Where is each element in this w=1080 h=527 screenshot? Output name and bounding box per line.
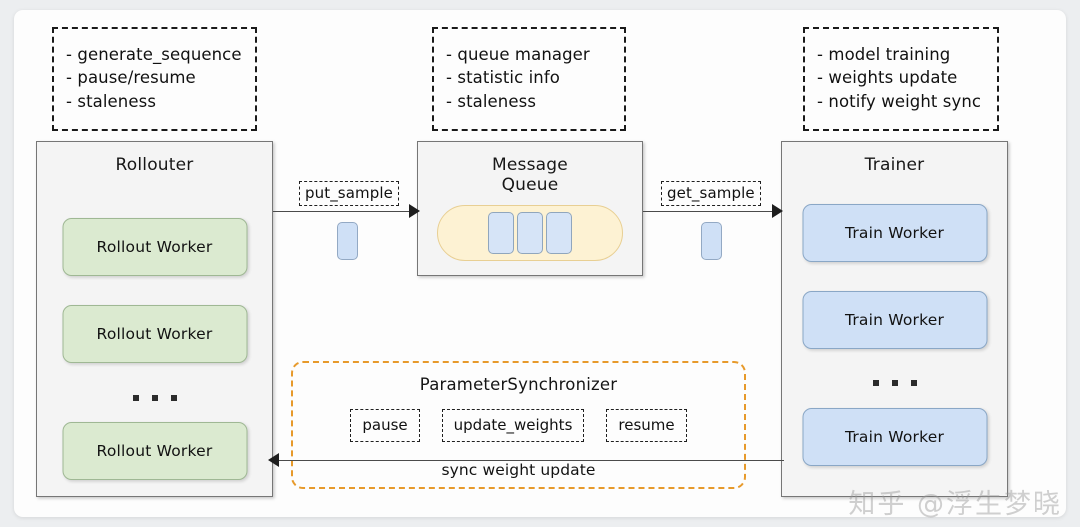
train-worker: Train Worker: [802, 408, 987, 466]
ellipsis-icon: [132, 395, 177, 401]
ellipsis-icon: [872, 380, 917, 386]
sample-packet-icon: [701, 222, 722, 260]
note-line: - weights update: [817, 68, 958, 88]
step-update-weights: update_weights: [441, 409, 585, 442]
note-line: - staleness: [66, 91, 157, 111]
message-slot: [546, 212, 572, 254]
note-line: - generate_sequence: [66, 45, 242, 64]
panel-trainer: Trainer Train Worker Train Worker Train …: [781, 141, 1008, 497]
panel-message-queue: Message Queue: [417, 141, 643, 276]
note-line: - notify weight sync: [817, 91, 982, 111]
arrow-get-sample-head-icon: [772, 204, 783, 218]
step-pause: pause: [350, 409, 420, 442]
arrow-label-put-sample: put_sample: [299, 181, 399, 206]
step-resume: resume: [606, 409, 687, 442]
note-box-rollouter: - generate_sequence - pause/resume - sta…: [52, 27, 257, 131]
panel-title-rollouter: Rollouter: [115, 155, 194, 175]
parameter-synchronizer-steps: pause update_weights resume: [293, 409, 744, 442]
rollout-worker: Rollout Worker: [62, 218, 247, 276]
message-slot: [488, 212, 514, 254]
train-worker: Train Worker: [802, 291, 987, 349]
rollout-worker: Rollout Worker: [62, 422, 247, 480]
message-slot: [517, 212, 543, 254]
watermark: 知乎 @浮生梦晓: [848, 489, 1062, 520]
parameter-synchronizer-title: ParameterSynchronizer: [419, 375, 618, 394]
note-line: - model training: [817, 45, 951, 64]
arrow-sync-weight-head-icon: [268, 453, 279, 467]
panel-title-queue-line1: Message: [492, 155, 568, 175]
arrow-sync-weight-line: [277, 460, 784, 461]
sync-weight-update-label: sync weight update: [441, 461, 596, 479]
parameter-synchronizer-box: ParameterSynchronizer pause update_weigh…: [291, 361, 746, 489]
panel-title-queue-line2: Queue: [501, 175, 559, 195]
note-line: - queue manager: [446, 45, 590, 64]
arrow-get-sample-line: [643, 211, 776, 212]
panel-title-trainer: Trainer: [864, 155, 925, 175]
note-box-queue: - queue manager - statistic info - stale…: [432, 27, 626, 131]
arrow-put-sample-head-icon: [409, 204, 420, 218]
rollout-worker: Rollout Worker: [62, 305, 247, 363]
arrow-label-get-sample: get_sample: [661, 181, 761, 206]
note-line: - statistic info: [446, 68, 560, 88]
note-box-trainer: - model training - weights update - noti…: [803, 27, 999, 131]
queue-pill: [437, 205, 623, 261]
note-line: - staleness: [446, 91, 537, 111]
panel-rollouter: Rollouter Rollout Worker Rollout Worker …: [36, 141, 273, 497]
sample-packet-icon: [337, 222, 358, 260]
train-worker: Train Worker: [802, 204, 987, 262]
note-line: - pause/resume: [66, 68, 196, 88]
arrow-put-sample-line: [273, 211, 412, 212]
